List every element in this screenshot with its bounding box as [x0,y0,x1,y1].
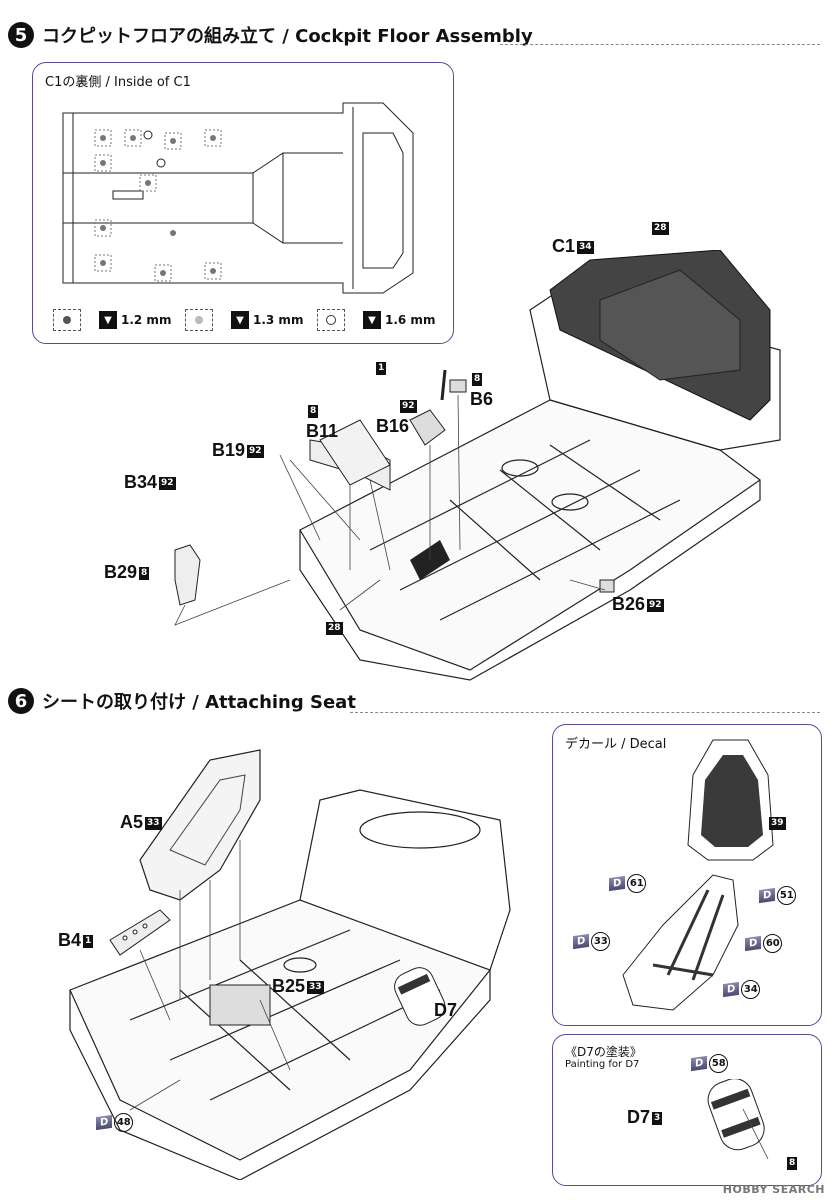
d7-painting-name: D7 [627,1107,651,1127]
drill-legend-2: ▼ 1.3 mm [185,309,303,331]
c1-inside-panel: C1の裏側 / Inside of C1 ▼ 1.2 mm [32,62,454,344]
b34-code: 92 [159,476,176,490]
floor-color-code: 28 [326,622,343,635]
d7-painting-title: 《D7の塗装》 [565,1045,642,1059]
part-label-b6: 8 B6 [470,368,493,410]
cockpit-floor-drawing [174,250,781,681]
step5-header: 5 コクピットフロアの組み立て / Cockpit Floor Assembly [8,18,533,52]
part-label-d7: D7 [434,1000,457,1021]
step5-divider [500,44,820,45]
decal-number: 61 [627,874,647,893]
b11-code: 8 [308,404,319,418]
decal-letter: D [723,981,740,998]
step6-header: 6 シートの取り付け / Attaching Seat [8,684,356,718]
decal-number: 58 [709,1054,729,1073]
decal-letter: D [96,1114,113,1131]
b6-code: 8 [472,372,483,386]
seat-color-code: 39 [769,817,786,830]
drill-size-1: 1.2 mm [121,313,172,327]
watermark: HOBBY SEARCH [722,1183,825,1196]
decal-letter: D [573,933,590,950]
b34-name: B34 [124,472,158,492]
decal-number: 60 [763,934,783,953]
decal-seat-drawing [687,739,774,861]
decal-number: 51 [777,886,797,905]
b26-name: B26 [612,594,646,614]
extinguisher-drawing [707,1079,769,1160]
drill-size-2: 1.3 mm [253,313,304,327]
seat-belt-drawing [622,874,739,1011]
c1-inside-title: C1の裏側 / Inside of C1 [45,75,191,90]
c1-code: 34 [577,240,594,254]
c1-underside-drawing [62,102,414,294]
b19-name: B19 [212,440,246,460]
c1-color-code: 28 [652,222,669,235]
decal-letter: D [691,1055,708,1072]
b26-code: 92 [647,598,664,612]
decal-letter: D [609,875,626,892]
step6-title: シートの取り付け / Attaching Seat [42,692,356,713]
drill-size-3: 1.6 mm [385,313,436,327]
b25-code: 33 [307,980,324,994]
b6-name: B6 [470,389,494,409]
b11-name: B11 [306,421,339,441]
d7-name: D7 [434,1000,458,1020]
b19-code: 92 [247,444,264,458]
step6-divider [350,712,820,713]
drill-icon: ▼ [99,311,117,329]
part-label-b11: 8 B11 [306,400,338,442]
decal-panel-title: デカール / Decal [565,737,667,752]
decal-number: 34 [741,980,761,999]
drill-icon: ▼ [363,311,381,329]
step5-title: コクピットフロアの組み立て / Cockpit Floor Assembly [42,26,533,47]
lever-code: 1 [376,362,387,375]
drill-legend-1: ▼ 1.2 mm [53,309,171,331]
b16-code: 92 [400,399,417,413]
a5-name: A5 [120,812,144,832]
b29-code: 8 [139,566,150,580]
d7-band-code: 8 [787,1157,798,1170]
decal-letter: D [759,887,776,904]
seat-install-drawing [69,749,511,1180]
drill-legend-3: ▼ 1.6 mm [317,309,435,331]
d7-painting-subtitle: Painting for D7 [565,1059,640,1070]
a5-code: 33 [145,816,162,830]
b29-name: B29 [104,562,138,582]
d7-painting-code: 3 [652,1111,663,1125]
b4-code: 1 [83,934,94,948]
b16-name: B16 [376,416,410,436]
c1-name: C1 [552,236,576,256]
b4-name: B4 [58,930,82,950]
step6-number: 6 [8,688,34,714]
decal-number: 48 [114,1113,134,1132]
drill-icon: ▼ [231,311,249,329]
decal-letter: D [745,935,762,952]
decal-number: 33 [591,932,611,951]
part-label-b16: 92 B16 [376,395,417,437]
b25-name: B25 [272,976,306,996]
step5-number: 5 [8,22,34,48]
